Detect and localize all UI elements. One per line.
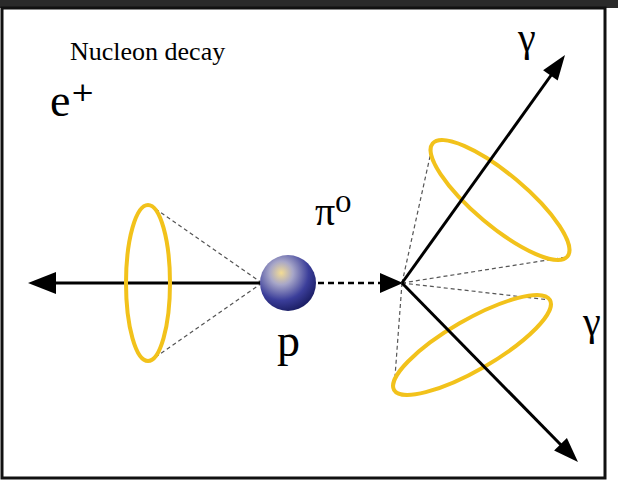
arrow-head [543, 55, 565, 81]
arrow-head [380, 273, 403, 293]
diagram-title: Nucleon decay [70, 38, 225, 67]
arrow-head [28, 272, 56, 294]
panel-frame [2, 8, 605, 478]
particle-label: γ [518, 16, 536, 60]
cherenkov-ring [382, 278, 563, 411]
gamma-track [402, 74, 552, 283]
particle-label: γ [583, 300, 601, 344]
particle-label: π⁰ [315, 190, 351, 234]
cherenkov-ring [126, 205, 170, 361]
gamma-track [402, 283, 562, 446]
particle-label: e⁺ [50, 76, 95, 127]
cone-line [402, 257, 567, 283]
particle-label: p [277, 316, 300, 367]
pion-track [318, 282, 384, 285]
proton-sphere [260, 255, 316, 311]
arrow-head [554, 438, 578, 462]
positron-track [50, 282, 262, 285]
